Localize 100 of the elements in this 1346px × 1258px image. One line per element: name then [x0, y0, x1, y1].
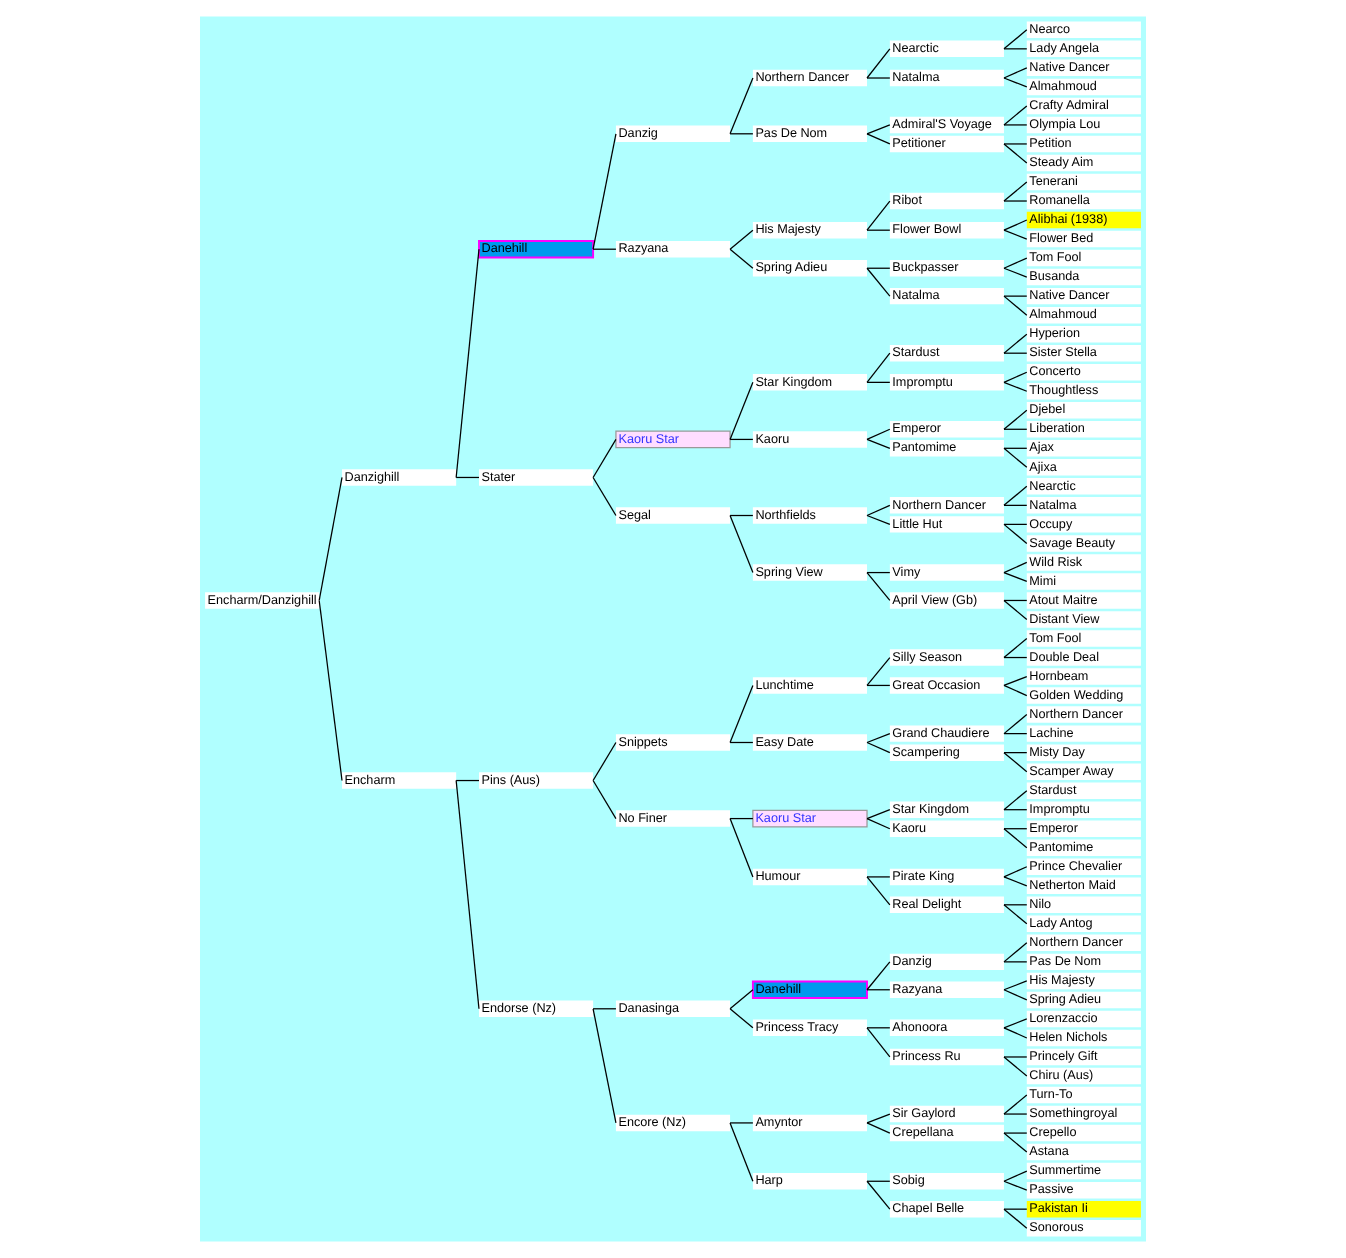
connector	[455, 779, 480, 782]
connector	[1003, 571, 1028, 583]
connector	[1003, 77, 1028, 88]
connector	[1003, 257, 1028, 269]
connector	[592, 779, 617, 820]
connector	[729, 817, 754, 820]
connector	[1003, 29, 1028, 50]
connector	[1003, 504, 1028, 506]
connector	[592, 133, 617, 250]
connector	[1003, 561, 1028, 574]
connector	[1003, 1180, 1028, 1191]
connector	[455, 476, 480, 479]
connector	[866, 1027, 891, 1058]
connector	[1003, 637, 1028, 659]
connector	[866, 684, 891, 687]
connector	[1003, 713, 1028, 735]
connector	[866, 200, 891, 231]
connector	[1003, 523, 1028, 545]
connector	[866, 876, 891, 906]
connector	[1003, 876, 1028, 887]
connector	[729, 1008, 754, 1029]
connector	[1003, 371, 1028, 383]
connector	[729, 514, 754, 517]
connector	[1003, 381, 1028, 392]
connector	[1003, 267, 1028, 278]
connector	[1003, 1027, 1028, 1039]
connector	[1003, 1056, 1028, 1077]
connector	[1003, 790, 1028, 811]
connector	[866, 48, 891, 79]
connector	[866, 267, 891, 297]
connector	[729, 684, 754, 744]
connector	[1003, 980, 1028, 991]
connector	[866, 1122, 891, 1134]
connector	[1003, 124, 1028, 126]
connector	[1003, 485, 1028, 506]
connector	[866, 876, 891, 878]
connector	[592, 1008, 617, 1010]
connector	[1003, 684, 1028, 697]
connector	[1003, 143, 1028, 164]
connector	[729, 989, 754, 1010]
connector	[866, 77, 891, 79]
connector	[1003, 295, 1028, 297]
connector	[866, 733, 891, 744]
connector	[866, 352, 891, 383]
connector	[1003, 143, 1028, 145]
connector	[866, 124, 891, 135]
connector	[592, 476, 617, 517]
connector	[729, 1122, 754, 1124]
connector	[318, 476, 343, 602]
connector	[318, 599, 343, 782]
connector	[729, 817, 754, 878]
connector	[592, 741, 617, 782]
connector	[1003, 181, 1028, 202]
connector	[1003, 961, 1028, 963]
connector	[455, 248, 480, 479]
connector	[729, 229, 754, 250]
connector	[866, 571, 891, 602]
connector	[1003, 733, 1028, 735]
connector	[1003, 599, 1028, 602]
connector	[866, 961, 891, 991]
connector	[1003, 656, 1028, 659]
connector	[866, 571, 891, 574]
connector	[1003, 48, 1028, 50]
connector	[1003, 333, 1028, 354]
connector	[1003, 599, 1028, 621]
connector	[729, 741, 754, 744]
connector	[592, 1008, 617, 1124]
connector	[866, 267, 891, 269]
connector	[1003, 523, 1028, 525]
connector	[729, 77, 754, 135]
connector	[1003, 866, 1028, 878]
connector	[592, 438, 617, 479]
connector	[729, 514, 754, 574]
connector	[866, 381, 891, 383]
connector	[1003, 828, 1028, 830]
connector	[866, 504, 891, 517]
connector	[1003, 904, 1028, 906]
connector	[1003, 67, 1028, 79]
connector	[1003, 989, 1028, 1001]
connector	[1003, 1132, 1028, 1153]
connector	[866, 133, 891, 145]
connector	[1003, 1208, 1028, 1229]
connector	[1003, 105, 1028, 126]
connector	[866, 741, 891, 754]
connector	[1003, 295, 1028, 316]
connector	[866, 989, 891, 991]
connector	[1003, 352, 1028, 354]
connector	[1003, 229, 1028, 240]
connector	[592, 248, 617, 250]
connector	[729, 381, 754, 441]
connector	[729, 133, 754, 135]
connector	[866, 438, 891, 449]
connector	[866, 817, 891, 830]
connector	[729, 248, 754, 269]
connector	[866, 428, 891, 441]
connector	[1003, 1056, 1028, 1058]
connector	[1003, 752, 1028, 773]
connector	[1003, 1018, 1028, 1029]
connector	[866, 809, 891, 820]
connector	[729, 438, 754, 441]
